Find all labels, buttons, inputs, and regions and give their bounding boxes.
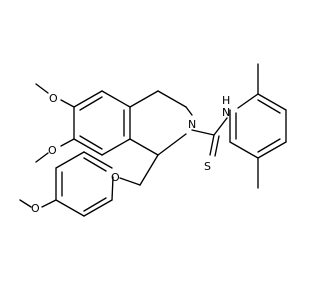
- hydrogen-amide-label: H: [222, 94, 230, 107]
- atom-labels: O O O O N N H S: [31, 92, 230, 215]
- oxygen-methoxy-phenyl-label: O: [31, 202, 40, 215]
- molecule-drawing: O O O O N N H S: [19, 63, 287, 217]
- oxygen-ether-label: O: [111, 171, 120, 184]
- chemical-structure: O O O O N N H S: [19, 63, 287, 217]
- nitrogen-amide-label: N: [222, 106, 230, 119]
- oxygen-methoxy-top-label: O: [49, 92, 58, 105]
- bond-lines: [19, 63, 287, 217]
- oxygen-methoxy-left-label: O: [48, 144, 57, 157]
- sulfur-thio-label: S: [204, 160, 211, 173]
- nitrogen-ring-label: N: [188, 118, 196, 131]
